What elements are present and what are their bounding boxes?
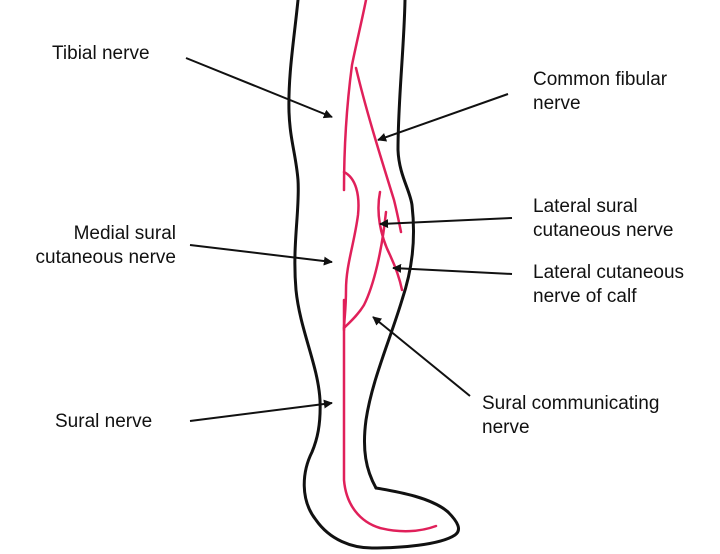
- label-sural-communicating-nerve: Sural communicating nerve: [482, 392, 659, 440]
- label-line: nerve of calf: [533, 286, 637, 307]
- medial-sural-cutaneous-path: [342, 170, 360, 332]
- label-line: nerve: [482, 417, 530, 438]
- label-line: Tibial nerve: [52, 43, 150, 64]
- lateral-sural-cutaneous-path: [377, 190, 404, 292]
- label-line: cutaneous nerve: [35, 247, 177, 268]
- label-line: cutaneous nerve: [533, 220, 674, 241]
- label-common-fibular-nerve: Common fibular nerve: [533, 68, 667, 116]
- sural-nerve-path: [342, 298, 438, 533]
- arrow-medial-sural-cutaneous: [189, 244, 333, 266]
- foot-top-outline: [374, 486, 450, 514]
- arrow-sural: [189, 399, 333, 422]
- label-line: nerve: [533, 93, 581, 114]
- arrow-sural-communicating: [372, 316, 471, 397]
- arrow-tibial: [185, 57, 333, 119]
- sural-communicating-path: [342, 210, 388, 330]
- label-sural-nerve: Sural nerve: [55, 410, 152, 434]
- label-line: Sural nerve: [55, 411, 153, 432]
- common-fibular-nerve-path: [354, 66, 403, 234]
- label-medial-sural-cutaneous-nerve: Medial sural cutaneous nerve: [0, 222, 177, 270]
- label-tibial-nerve: Tibial nerve: [52, 42, 150, 66]
- nerves: [342, 0, 438, 533]
- leg-outline-lateral: [362, 0, 415, 490]
- label-lateral-cutaneous-nerve-of-calf: Lateral cutaneous nerve of calf: [533, 261, 684, 309]
- arrow-common-fibular: [377, 93, 509, 142]
- label-line: Common fibular: [533, 69, 668, 90]
- leg-outline-medial: [287, 0, 460, 550]
- arrow-lateral-cutaneous-calf: [392, 263, 513, 275]
- label-lateral-sural-cutaneous-nerve: Lateral sural cutaneous nerve: [533, 195, 674, 243]
- label-line: Lateral sural: [533, 196, 638, 217]
- label-line: Sural communicating: [482, 393, 660, 414]
- arrows: [185, 57, 513, 422]
- arrow-lateral-sural-cutaneous: [379, 217, 513, 229]
- tibial-nerve-path: [342, 0, 368, 192]
- label-line: Lateral cutaneous: [533, 262, 685, 283]
- label-line: Medial sural: [73, 223, 176, 244]
